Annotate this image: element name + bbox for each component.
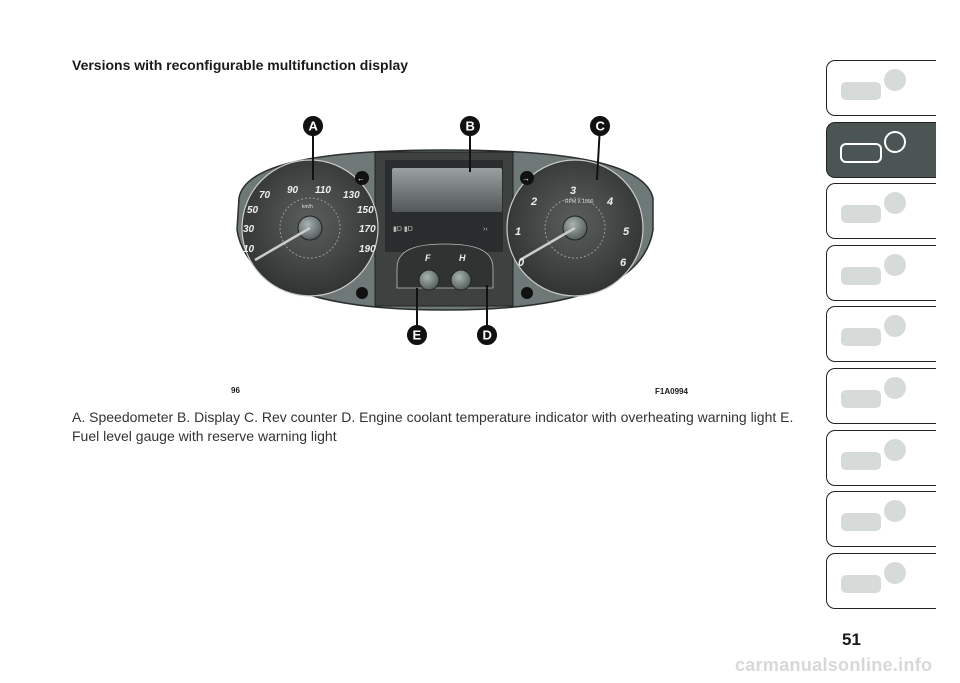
callout-d: D (483, 328, 492, 343)
chapter-tab-2[interactable] (826, 121, 936, 178)
section-title: Versions with reconfigurable multifuncti… (72, 57, 409, 73)
right-turn-indicator-icon (520, 171, 534, 185)
svg-text:›‹: ›‹ (483, 226, 488, 233)
speed-label: 170 (359, 224, 376, 235)
chapter-tab-7[interactable] (826, 429, 936, 486)
speed-label: 10 (243, 244, 255, 255)
rpm-label: 1 (515, 226, 521, 238)
figure-number: 96 (231, 386, 240, 395)
watermark: carmanualsonline.info (735, 655, 933, 675)
rpm-label: 3 (570, 185, 576, 197)
speed-label: 150 (357, 205, 374, 216)
callout-marker (303, 116, 323, 136)
warning-light-message-icon (840, 130, 906, 163)
svg-text:←: ← (357, 174, 365, 183)
rpm-label: 5 (623, 226, 630, 238)
speed-label: 70 (259, 190, 271, 201)
page-number: 51 (842, 630, 861, 649)
car-info-icon (841, 69, 906, 100)
speed-label: 110 (315, 185, 331, 196)
index-search-icon (841, 561, 906, 593)
chapter-tab-6[interactable] (826, 368, 936, 424)
chapter-tab-1[interactable] (826, 60, 936, 116)
chapter-tab-5[interactable] (826, 306, 936, 363)
callout-marker (590, 116, 610, 136)
speed-label: 90 (287, 185, 299, 196)
svg-text:→: → (522, 174, 530, 183)
callout-marker (477, 325, 497, 345)
chapter-tab-4[interactable] (826, 244, 936, 301)
rpm-label: 4 (606, 196, 613, 208)
speed-label: 190 (359, 244, 376, 255)
callout-e: E (413, 328, 422, 343)
rpm-label: 6 (620, 257, 627, 269)
multimedia-icon (841, 500, 906, 532)
temp-gauge-knob (450, 269, 472, 291)
callout-marker (460, 116, 480, 136)
figure-code: F1A0994 (655, 387, 688, 396)
figure-caption: A. Speedometer B. Display C. Rev counter… (72, 409, 794, 444)
trip-button-left-icon (356, 287, 368, 299)
display-screen (392, 168, 502, 212)
trip-button-right-icon (521, 287, 533, 299)
specifications-gears-icon (841, 438, 906, 470)
airbag-seat-icon (841, 192, 906, 224)
callout-marker (407, 325, 427, 345)
speed-label: 50 (247, 205, 259, 216)
rpm-label: 2 (530, 196, 537, 208)
car-emergency-triangle-icon (841, 315, 906, 347)
chapter-tab-9[interactable] (826, 552, 936, 609)
speed-label: 30 (243, 224, 255, 235)
fuel-full-label: F (425, 253, 431, 263)
rpm-unit: RPM X 1000 (565, 199, 594, 205)
car-wrench-icon (841, 377, 906, 408)
key-steering-wheel-icon (841, 253, 906, 285)
left-turn-indicator-icon (355, 171, 369, 185)
svg-text:▮D ▮D: ▮D ▮D (393, 226, 413, 233)
rpm-label: 0 (518, 257, 525, 269)
chapter-tab-3[interactable] (826, 183, 936, 240)
chapter-tab-8[interactable] (826, 491, 936, 548)
fuel-gauge-knob (418, 269, 440, 291)
callout-b: B (466, 119, 475, 134)
callout-a: A (309, 119, 319, 134)
callout-c: C (596, 119, 606, 134)
speed-unit: km/h (302, 204, 313, 210)
rev-counter: RPM X 1000 0 1 2 3 4 5 6 (506, 159, 644, 297)
temp-hot-label: H (459, 253, 466, 263)
lower-gauges-bezel (396, 243, 494, 289)
speed-label: 130 (343, 190, 360, 201)
